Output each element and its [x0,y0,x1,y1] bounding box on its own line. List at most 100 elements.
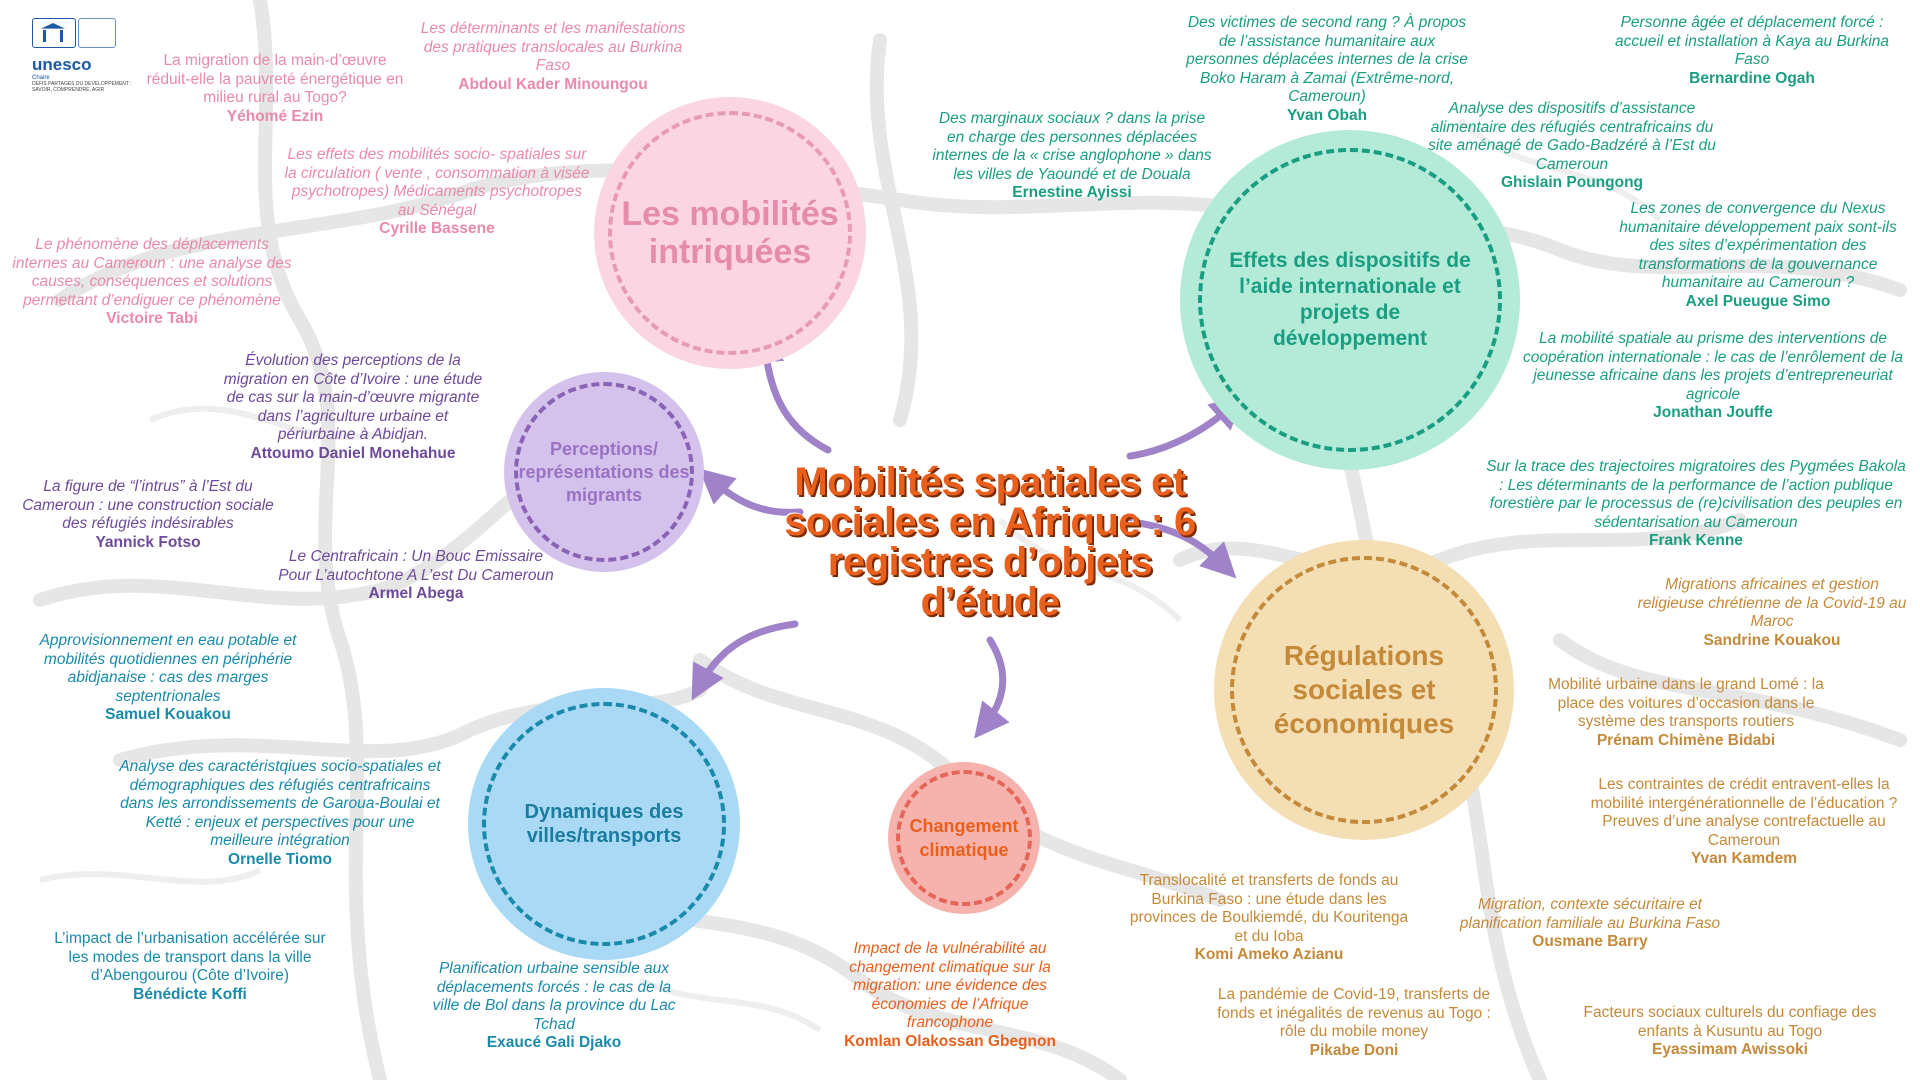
theme-perceptions: Perceptions/ représentations des migrant… [504,372,704,572]
entry-title: Facteurs sociaux culturels du confiage d… [1583,1004,1877,1040]
theme-dynamiques-villes: Dynamiques des villes/transports [468,688,740,960]
entry-title: Impact de la vulnérabilité au changement… [849,940,1051,1031]
entry-author: Attoumo Daniel Monehahue [250,444,456,462]
entry-title: Analyse des dispositifs d’assistance ali… [1428,100,1716,173]
entry-author: Ornelle Tiomo [228,850,332,868]
entry: Le Centrafricain : Un Bouc Emissaire Pou… [276,548,556,604]
logo-wordmark: unesco [32,55,92,74]
entry: La figure de “l’intrus” à l’Est du Camer… [14,478,282,552]
entry-author: Jonathan Jouffe [1653,404,1773,421]
entry: Des victimes de second rang ? À propos d… [1182,14,1472,125]
entry-author: Frank Kenne [1649,532,1743,549]
entry: Mobilité urbaine dans le grand Lomé : la… [1536,676,1836,750]
entry-title: La mobilité spatiale au prisme des inter… [1523,330,1903,403]
entry: Le phénomène des déplacements internes a… [12,236,292,329]
unesco-logo: unesco Chaire DEFIS PARTAGES DU DEVELOPP… [32,18,132,93]
theme-label: Régulations sociales et économiques [1273,640,1455,739]
entry-title: Sur la trace des trajectoires migratoire… [1486,458,1906,531]
entry-author: Prénam Chimène Bidabi [1596,731,1776,749]
entry-author: Abdoul Kader Minoungou [458,75,648,93]
theme-mobilites-intriquees: Les mobilités intriquées [594,97,866,369]
entry-title: Personne âgée et déplacement forcé : acc… [1615,14,1889,68]
entry: Des marginaux sociaux ? dans la prise en… [930,110,1214,203]
temple-icon [32,18,76,48]
entry: Évolution des perceptions de la migratio… [218,352,488,463]
logo-chair: Chaire [32,75,50,81]
entry: Les effets des mobilités socio- spatiale… [284,146,590,239]
entry: Sur la trace des trajectoires migratoire… [1482,458,1910,551]
arrow-to-climat [974,636,1010,739]
entry: L’impact de l’urbanisation accélérée sur… [50,930,330,1004]
theme-regulations: Régulations sociales et économiques [1214,540,1514,840]
entry: Personne âgée et déplacement forcé : acc… [1602,14,1902,88]
entry-title: La figure de “l’intrus” à l’Est du Camer… [22,478,274,532]
logo-subtitle: DEFIS PARTAGES DU DEVELOPPEMENT : SAVOIR… [32,81,132,93]
entry-author: Yéhomé Ezin [226,107,324,125]
theme-label: Effets des dispositifs de l’aide interna… [1229,249,1471,350]
entry: Les déterminants et les manifestations d… [408,20,698,94]
entry-title: Les effets des mobilités socio- spatiale… [284,146,590,219]
entry-title: Les zones de convergence du Nexus humani… [1619,200,1897,291]
entry-title: La pandémie de Covid-19, transferts de f… [1217,986,1491,1040]
entry-author: Sandrine Kouakou [1703,631,1841,649]
entry-title: Le Centrafricain : Un Bouc Emissaire Pou… [278,548,554,584]
arrow-to-villes [691,620,799,701]
entry-author: Cyrille Bassene [379,220,495,237]
entry-author: Yannick Fotso [95,533,201,551]
entry-author: Axel Pueugue Simo [1685,292,1831,310]
arrow-to-regulations [1128,518,1237,579]
entry-author: Samuel Kouakou [105,706,231,723]
theme-label: Les mobilités intriquées [621,195,839,271]
entry-title: Translocalité et transferts de fonds au … [1129,872,1409,945]
theme-label: Dynamiques des villes/transports [524,801,684,847]
entry-author: Pikabe Doni [1309,1041,1399,1059]
entry: La pandémie de Covid-19, transferts de f… [1204,986,1504,1060]
entry-title: Approvisionnement en eau potable et mobi… [39,632,297,705]
entry-title: Le phénomène des déplacements internes a… [12,236,292,309]
entry-author: Yvan Kamdem [1691,850,1797,867]
entry: La migration de la main-d’œuvre réduit-e… [140,52,410,126]
entry-title: Des marginaux sociaux ? dans la prise en… [932,110,1212,183]
entry-title: Analyse des caractéristqiues socio-spati… [119,758,441,849]
entry-author: Bernardine Ogah [1689,69,1815,87]
theme-label: Perceptions/ représentations des migrant… [518,438,690,505]
theme-aide-internationale: Effets des dispositifs de l’aide interna… [1180,130,1520,470]
arrow-to-perceptions [698,468,804,516]
entry-author: Ghislain Poungong [1500,174,1644,191]
entry: La mobilité spatiale au prisme des inter… [1518,330,1908,423]
arrow-to-aide [1126,394,1246,460]
entry-author: Eyassimam Awissoki [1652,1041,1808,1058]
diagram-title: Mobilités spatiales et sociales en Afriq… [784,460,1196,624]
entry: Les zones de convergence du Nexus humani… [1608,200,1908,311]
entry-author: Ousmane Barry [1532,933,1648,950]
entry: Analyse des caractéristqiues socio-spati… [112,758,448,869]
entry: Impact de la vulnérabilité au changement… [830,940,1070,1051]
entry-title: Migrations africaines et gestion religie… [1637,576,1907,630]
entry: Les contraintes de crédit entravent-elle… [1574,776,1914,869]
entry-author: Victoire Tabi [106,310,198,327]
entry-title: Des victimes de second rang ? À propos d… [1186,14,1468,105]
entry-title: La migration de la main-d’œuvre réduit-e… [146,52,404,106]
entry: Translocalité et transferts de fonds au … [1124,872,1414,965]
entry-author: Bénédicte Koffi [133,985,247,1003]
entry-author: Yvan Obah [1286,106,1368,124]
entry-title: Les déterminants et les manifestations d… [420,20,686,74]
entry-title: L’impact de l’urbanisation accélérée sur… [54,930,326,984]
entry: Analyse des dispositifs d’assistance ali… [1422,100,1722,193]
entry-author: Armel Abega [368,585,464,602]
entry: Migration, contexte sécuritaire et plani… [1440,896,1740,952]
theme-changement-climatique: Changement climatique [888,762,1040,914]
entry-title: Migration, contexte sécuritaire et plani… [1459,896,1721,932]
entry: Planification urbaine sensible aux dépla… [426,960,682,1053]
theme-label: Changement climatique [909,816,1019,860]
entry-title: Les contraintes de crédit entravent-elle… [1590,776,1898,849]
entry-author: Ernestine Ayissi [1012,184,1132,201]
entry-author: Komlan Olakossan Gbegnon [844,1032,1056,1050]
entry: Migrations africaines et gestion religie… [1632,576,1912,650]
entry-title: Planification urbaine sensible aux dépla… [432,960,676,1033]
entry-author: Komi Ameko Azianu [1194,946,1344,963]
chair-emblem-icon [78,18,116,48]
entry: Facteurs sociaux culturels du confiage d… [1580,1004,1880,1060]
